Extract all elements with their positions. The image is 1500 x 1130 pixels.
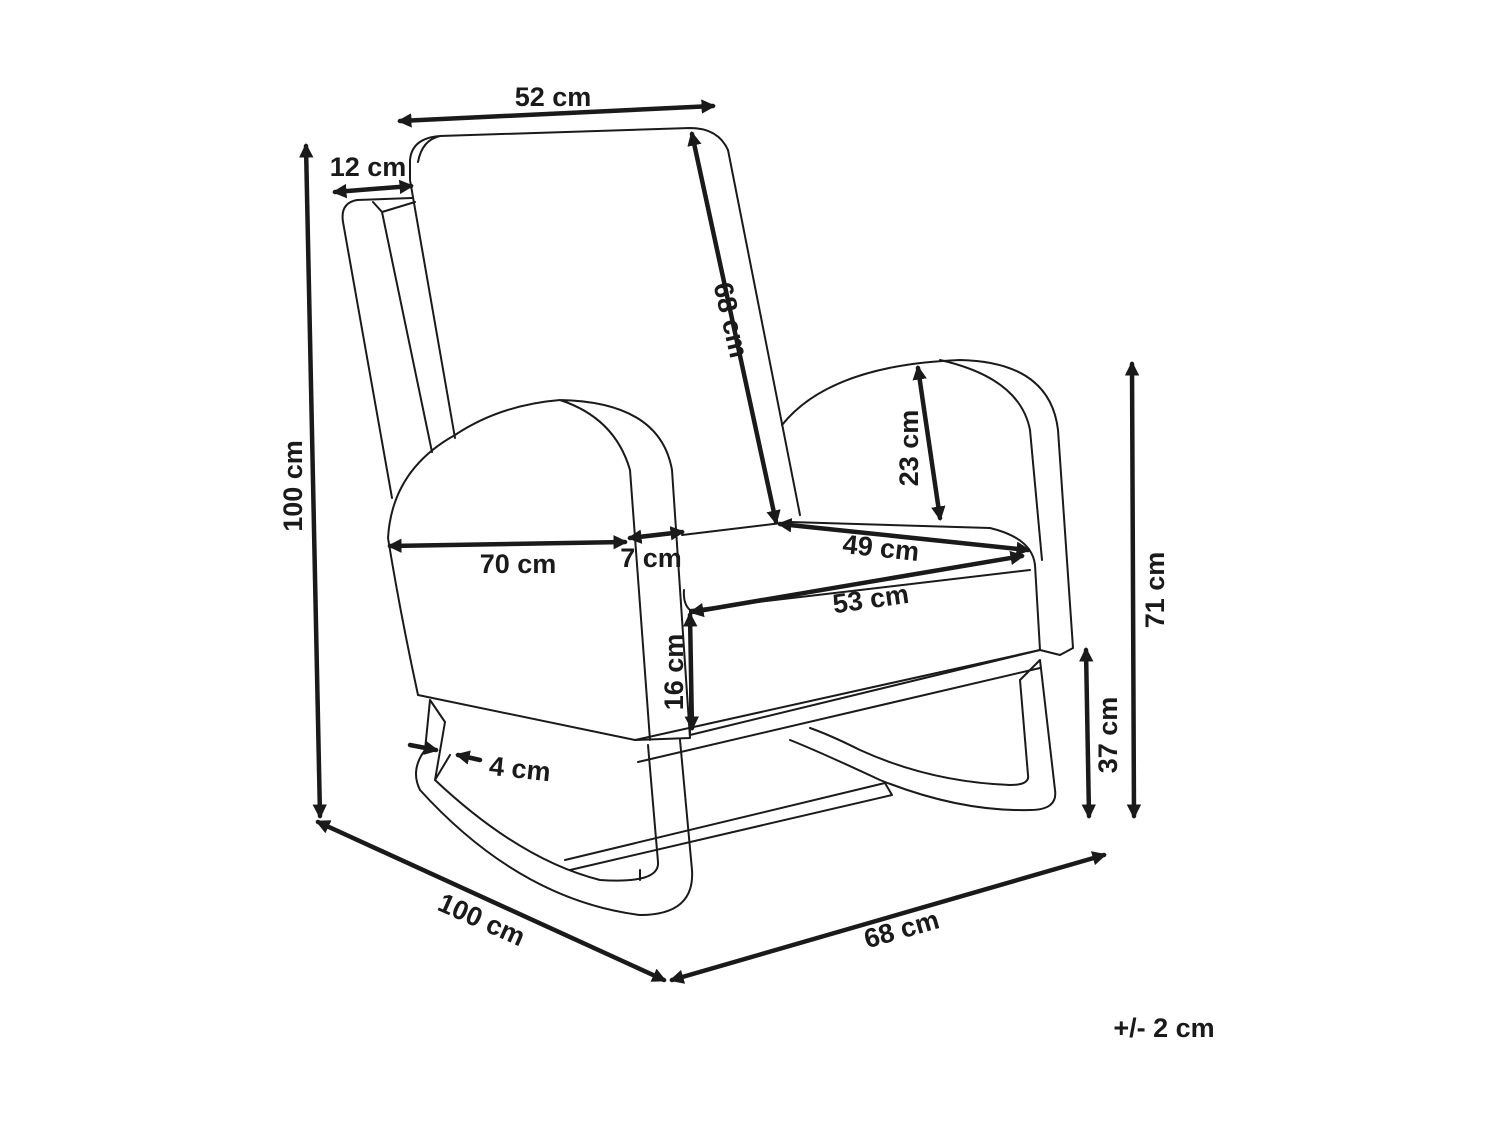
label-seat-depth: 49 cm [841, 529, 920, 567]
base-frame [634, 647, 1074, 763]
dim-line-backrest-height [687, 131, 781, 525]
label-backrest-height: 68 cm [708, 279, 754, 360]
label-armrest-width: 7 cm [620, 543, 682, 573]
chair-outline [341, 127, 1074, 916]
label-backrest-width: 52 cm [515, 82, 592, 112]
dim-line-seat-depth [777, 518, 1031, 556]
dim-line-total-depth [315, 819, 667, 983]
dim-line-rocker-thickness-left [407, 740, 439, 755]
right-rocker [789, 659, 1057, 812]
dim-line-side-frame-width [332, 179, 414, 199]
label-tolerance: +/- 2 cm [1113, 1013, 1214, 1043]
dim-line-rocker-thickness-right [455, 750, 483, 765]
label-rocker-thickness: 4 cm [488, 751, 552, 787]
dim-line-backrest-width [397, 99, 716, 128]
dimension-labels: 52 cm 12 cm 68 cm 100 cm 70 cm 7 cm 23 c… [278, 82, 1215, 1043]
dim-line-total-width [669, 851, 1107, 984]
dim-line-armrest-width [627, 526, 685, 544]
left-armrest [387, 399, 691, 741]
label-seat-cushion-height: 16 cm [659, 634, 689, 711]
right-armrest [781, 359, 1074, 649]
label-total-height: 100 cm [278, 440, 308, 532]
left-rocker [415, 699, 694, 916]
dim-line-seat-height-floor [1079, 647, 1096, 819]
dim-line-arm-height-floor [1124, 361, 1142, 819]
dim-line-armrest-depth [387, 534, 628, 554]
label-seat-height-floor: 37 cm [1093, 697, 1123, 774]
dim-line-seat-width [689, 550, 1025, 618]
dim-line-seat-cushion-height [683, 612, 699, 731]
label-armrest-height: 23 cm [894, 410, 924, 487]
dimension-lines [299, 99, 1142, 984]
left-side-frame [341, 197, 433, 499]
dim-line-total-height [299, 143, 327, 819]
dim-line-armrest-height [912, 365, 946, 521]
label-side-frame-width: 12 cm [330, 152, 407, 182]
label-armrest-depth: 70 cm [480, 549, 557, 579]
label-arm-height-floor: 71 cm [1140, 552, 1170, 629]
stretcher-bar [564, 782, 893, 881]
